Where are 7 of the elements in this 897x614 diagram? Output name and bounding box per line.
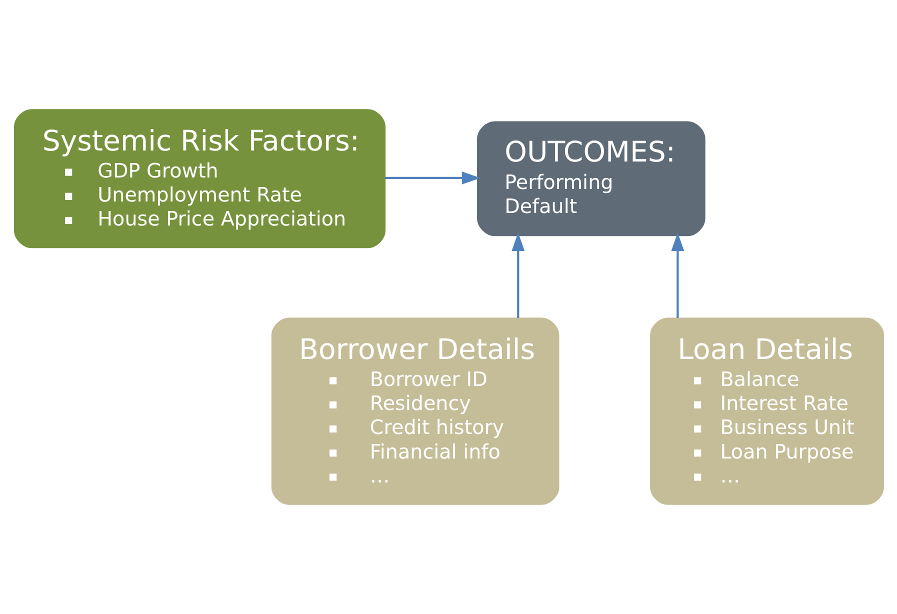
node-box: Systemic Risk Factors: GDP Growth Unemployment Rate House Price Appreciation <box>13 109 386 248</box>
arrow <box>511 232 524 318</box>
arrow <box>670 232 684 318</box>
node-box: OUTCOMES: Performing Default <box>476 121 705 236</box>
node-box: Borrower Details Borrower ID Residency Credit history Financial info … <box>270 318 559 505</box>
arrow <box>384 171 480 184</box>
node-box: Loan Details Balance Interest Rate Business Unit Loan Purpose … <box>650 318 884 505</box>
